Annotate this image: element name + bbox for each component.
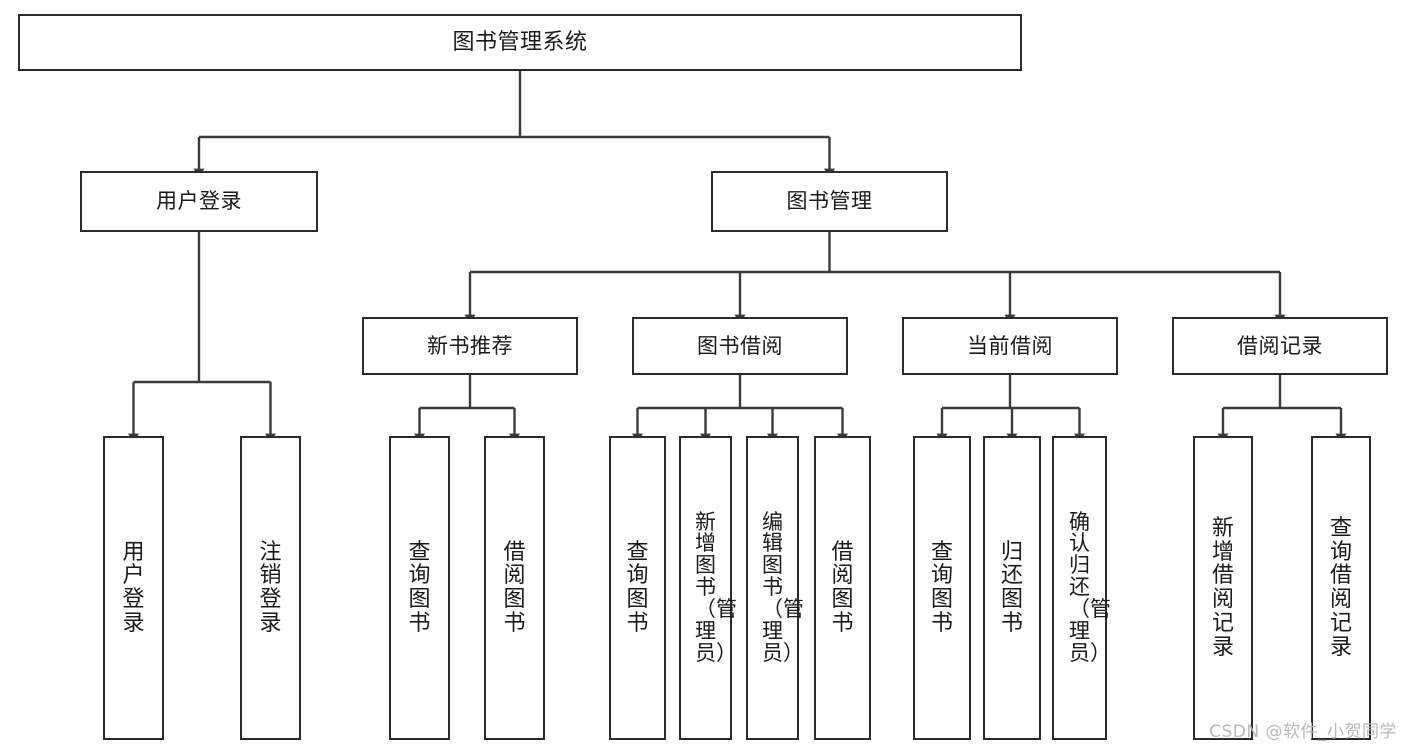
node-leaf-bb-add[interactable]: 新增图书（管理员） (679, 436, 737, 740)
node-label: 归还图书 (1001, 539, 1024, 636)
node-current-borrow[interactable]: 当前借阅 (902, 317, 1118, 375)
node-borrow-record[interactable]: 借阅记录 (1172, 317, 1388, 375)
node-label: 查询图书 (408, 539, 431, 636)
node-label: 新书推荐 (427, 333, 513, 358)
node-label: 图书借阅 (697, 333, 783, 358)
node-leaf-cb-return[interactable]: 归还图书 (983, 436, 1041, 740)
node-leaf-bb-edit[interactable]: 编辑图书（管理员） (746, 436, 804, 740)
node-label: 借阅图书 (503, 539, 526, 636)
node-label: 新增借阅记录 (1212, 515, 1235, 660)
node-label: 借阅图书 (831, 539, 854, 636)
node-label: 新增图书（管理员） (695, 509, 737, 665)
node-label: 确认归还（管理员） (1069, 509, 1111, 665)
node-leaf-br-add[interactable]: 新增借阅记录 (1193, 436, 1253, 740)
node-leaf-cb-confirm[interactable]: 确认归还（管理员） (1052, 436, 1111, 740)
node-label: 查询借阅记录 (1330, 515, 1353, 660)
node-leaf-rec-query[interactable]: 查询图书 (389, 436, 450, 740)
node-leaf-rec-borrow[interactable]: 借阅图书 (484, 436, 545, 740)
node-label: 编辑图书（管理员） (762, 509, 804, 665)
node-root[interactable]: 图书管理系统 (18, 14, 1022, 71)
node-label: 借阅记录 (1237, 333, 1323, 358)
node-new-book-rec[interactable]: 新书推荐 (362, 317, 578, 375)
watermark-text: CSDN @软件_小贺同学 (1209, 722, 1397, 742)
node-user-login[interactable]: 用户登录 (80, 171, 318, 232)
node-label: 图书管理 (786, 189, 873, 214)
connector-lines (128, 71, 1347, 443)
node-leaf-cb-query[interactable]: 查询图书 (913, 436, 971, 740)
node-book-manage[interactable]: 图书管理 (711, 171, 948, 232)
node-label: 注销登录 (259, 539, 282, 636)
node-leaf-bb-borrow[interactable]: 借阅图书 (814, 436, 871, 740)
node-label: 用户登录 (156, 189, 242, 214)
node-leaf-user-login[interactable]: 用户登录 (103, 436, 164, 740)
node-leaf-user-logout[interactable]: 注销登录 (240, 436, 301, 740)
node-leaf-bb-query[interactable]: 查询图书 (609, 436, 666, 740)
node-label: 图书管理系统 (452, 29, 588, 55)
node-label: 用户登录 (122, 539, 145, 636)
node-leaf-br-query[interactable]: 查询借阅记录 (1311, 436, 1371, 740)
node-book-borrow[interactable]: 图书借阅 (632, 317, 848, 375)
node-label: 查询图书 (931, 539, 954, 636)
node-label: 当前借阅 (967, 333, 1053, 358)
node-label: 查询图书 (626, 539, 649, 636)
